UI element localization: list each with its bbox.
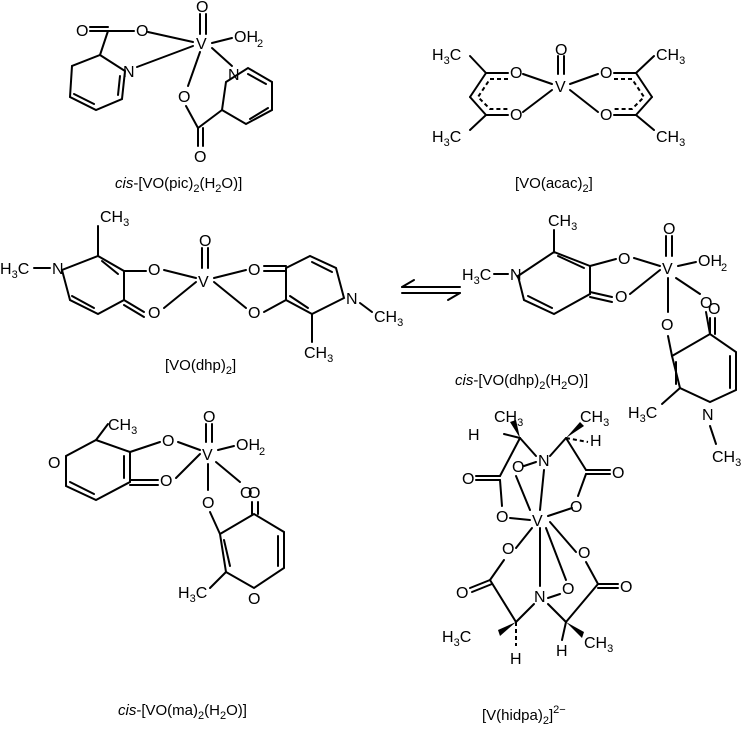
atom-o: O: [502, 541, 514, 558]
atom-o: O: [148, 262, 160, 279]
atom-o: O: [76, 23, 88, 40]
atom-o: O: [620, 579, 632, 596]
methyl: CH3: [374, 309, 403, 329]
atom-o: O: [510, 107, 522, 124]
atom-h: H: [510, 651, 522, 668]
atom-o: O: [136, 23, 148, 40]
structure-v-hidpa2: V N O CH3 H O O CH3 H O O N O: [442, 409, 632, 727]
methyl: CH3: [108, 417, 137, 437]
atom-o: O: [248, 262, 260, 279]
atom-o: O: [240, 485, 252, 502]
atom-o: O: [600, 107, 612, 124]
atom-o: O: [555, 42, 567, 59]
svg-text:2: 2: [257, 38, 263, 50]
atom-o: O: [248, 305, 260, 322]
methyl: CH3: [100, 209, 129, 229]
atom-n: N: [534, 589, 546, 606]
atom-h: H: [590, 433, 602, 450]
methyl: CH3: [580, 409, 609, 429]
methyl: H3C: [462, 267, 491, 287]
atom-o: O: [700, 295, 712, 312]
atom-o: O: [199, 233, 211, 250]
caption-vo-pic2-h2o: cis-[VO(pic)2(H2O)]: [115, 175, 242, 195]
structure-vo-dhp2-h2o: O V OH 2 O O CH3 N H3C O O O H3C: [455, 213, 741, 469]
atom-o: O: [248, 485, 260, 502]
atom-o: O: [48, 455, 60, 472]
atom-o: O: [456, 585, 468, 602]
atom-v: V: [555, 79, 566, 96]
structure-vo-acac2: O V O O H3C H3C O O CH3 CH3 [VO(acac)2]: [432, 42, 685, 195]
atom-o: O: [162, 433, 174, 450]
atom-o: O: [663, 221, 675, 238]
atom-oh: OH: [698, 253, 722, 270]
structure-vo-pic2-h2o: O V OH 2 O O N O O N cis-[VO: [68, 0, 273, 195]
atom-v: V: [532, 513, 543, 530]
methyl: H3C: [432, 129, 461, 149]
caption-vo-dhp2-h2o: cis-[VO(dhp)2(H2O)]: [455, 372, 588, 392]
atom-o: O: [510, 65, 522, 82]
atom-o: O: [612, 465, 624, 482]
atom-o: O: [578, 545, 590, 562]
atom-o: O: [600, 65, 612, 82]
methyl: CH3: [548, 213, 577, 233]
atom-o: O: [148, 305, 160, 322]
atom-o: O: [462, 471, 474, 488]
svg-text:2: 2: [721, 262, 727, 274]
atom-o: O: [570, 499, 582, 516]
atom-oh: OH: [236, 437, 260, 454]
atom-n: N: [346, 291, 358, 308]
atom-n: N: [228, 67, 240, 84]
caption-vo-acac2: [VO(acac)2]: [515, 175, 593, 195]
atom-o: O: [202, 495, 214, 512]
atom-o: O: [160, 473, 172, 490]
caption-vo-ma2-h2o: cis-[VO(ma)2(H2O)]: [118, 702, 247, 722]
atom-o: O: [203, 409, 215, 426]
atom-oh: OH: [234, 29, 258, 46]
methyl: CH3: [584, 635, 613, 655]
atom-o: O: [496, 509, 508, 526]
atom-v: V: [202, 447, 213, 464]
methyl: H3C: [0, 261, 29, 281]
atom-n: N: [123, 64, 135, 81]
methyl: CH3: [712, 449, 741, 469]
methyl: H3C: [178, 585, 207, 605]
atom-h: H: [468, 427, 480, 444]
atom-o: O: [512, 459, 524, 476]
methyl: H3C: [628, 405, 657, 425]
atom-v: V: [196, 36, 207, 53]
structure-vo-ma2-h2o: O V OH 2 O O CH3 O O O O H3C O cis-[: [48, 409, 285, 722]
atom-v: V: [198, 274, 209, 291]
atom-o: O: [708, 301, 720, 318]
caption-vo-dhp2: [VO(dhp)2]: [165, 357, 236, 377]
methyl: CH3: [656, 47, 685, 67]
atom-n: N: [510, 267, 522, 284]
svg-text:2: 2: [259, 446, 265, 458]
atom-n: N: [702, 407, 714, 424]
methyl: CH3: [304, 345, 333, 365]
atom-n: N: [52, 261, 64, 278]
atom-v: V: [662, 261, 673, 278]
atom-o: O: [194, 149, 206, 166]
atom-o: O: [196, 0, 208, 16]
atom-o: O: [248, 591, 260, 608]
structure-vo-dhp2: O V O O CH3 N H3C O O CH3 N CH3 [VO: [0, 209, 403, 377]
atom-h: H: [556, 643, 568, 660]
equilibrium-arrow: [401, 279, 461, 301]
methyl: CH3: [494, 409, 523, 429]
methyl: H3C: [442, 629, 471, 649]
methyl: H3C: [432, 47, 461, 67]
atom-o: O: [615, 289, 627, 306]
methyl: CH3: [656, 129, 685, 149]
atom-o: O: [178, 89, 190, 106]
atom-n: N: [538, 453, 550, 470]
atom-o: O: [661, 317, 673, 334]
atom-o: O: [618, 251, 630, 268]
caption-v-hidpa2: [V(hidpa)2]2−: [482, 704, 566, 727]
atom-o: O: [562, 581, 574, 598]
